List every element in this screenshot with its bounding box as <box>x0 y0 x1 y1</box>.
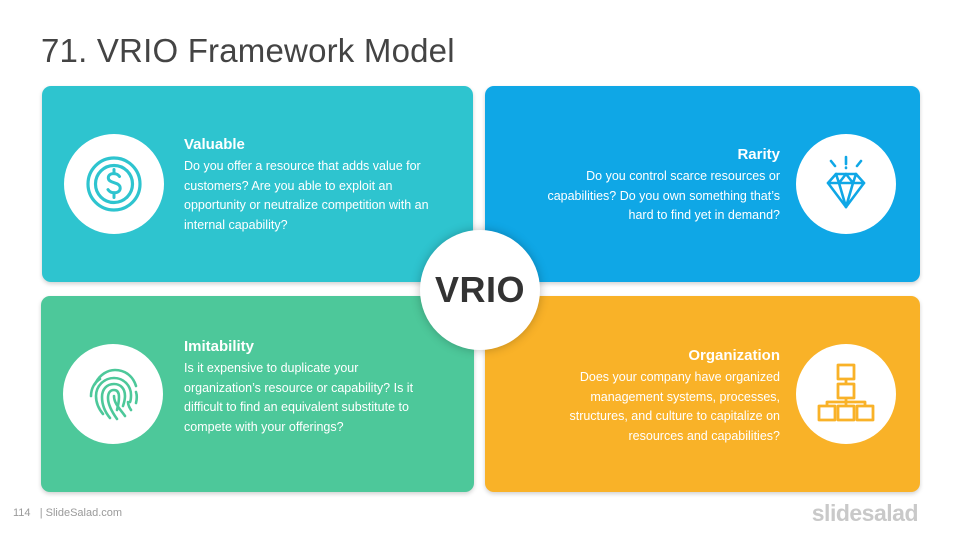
organization-heading: Organization <box>688 347 780 364</box>
valuable-body: Do you offer a resource that adds value … <box>184 159 429 232</box>
org-chart-icon <box>817 363 875 422</box>
imitability-text: Imitability Is it expensive to duplicate… <box>184 338 429 437</box>
card-organization: Organization Does your company have orga… <box>485 296 920 492</box>
center-badge: VRIO <box>404 230 556 350</box>
icon-circle-imitability <box>63 344 163 444</box>
slide-title: 71. VRIO Framework Model <box>41 32 455 69</box>
diamond-icon <box>826 155 866 209</box>
icon-circle-organization <box>796 344 896 444</box>
icon-circle-valuable <box>64 134 164 234</box>
organization-body: Does your company have organized managem… <box>569 370 780 443</box>
card-rarity: Rarity Do you control scarce resources o… <box>485 86 920 282</box>
dollar-coin-icon <box>86 156 142 212</box>
page-number: 114 <box>13 507 31 519</box>
valuable-text: Valuable Do you offer a resource that ad… <box>184 136 432 235</box>
rarity-heading: Rarity <box>737 146 780 163</box>
footer-page-info: 114 | SlideSalad.com <box>13 507 122 519</box>
rarity-body: Do you control scarce resources or capab… <box>547 169 780 222</box>
brand-logo: slidesalad <box>811 500 919 526</box>
organization-text: Organization Does your company have orga… <box>540 347 780 446</box>
center-disc: VRIO <box>420 230 540 350</box>
center-label: VRIO <box>434 269 525 310</box>
fingerprint-icon <box>89 368 139 421</box>
imitability-body: Is it expensive to duplicate your organi… <box>184 361 414 434</box>
icon-circle-rarity <box>796 134 896 234</box>
card-valuable: Valuable Do you offer a resource that ad… <box>42 86 473 282</box>
imitability-heading: Imitability <box>184 338 255 355</box>
rarity-text: Rarity Do you control scarce resources o… <box>540 146 780 226</box>
card-imitability: Imitability Is it expensive to duplicate… <box>41 296 474 492</box>
footer-site: | SlideSalad.com <box>39 507 123 519</box>
valuable-heading: Valuable <box>184 136 245 153</box>
